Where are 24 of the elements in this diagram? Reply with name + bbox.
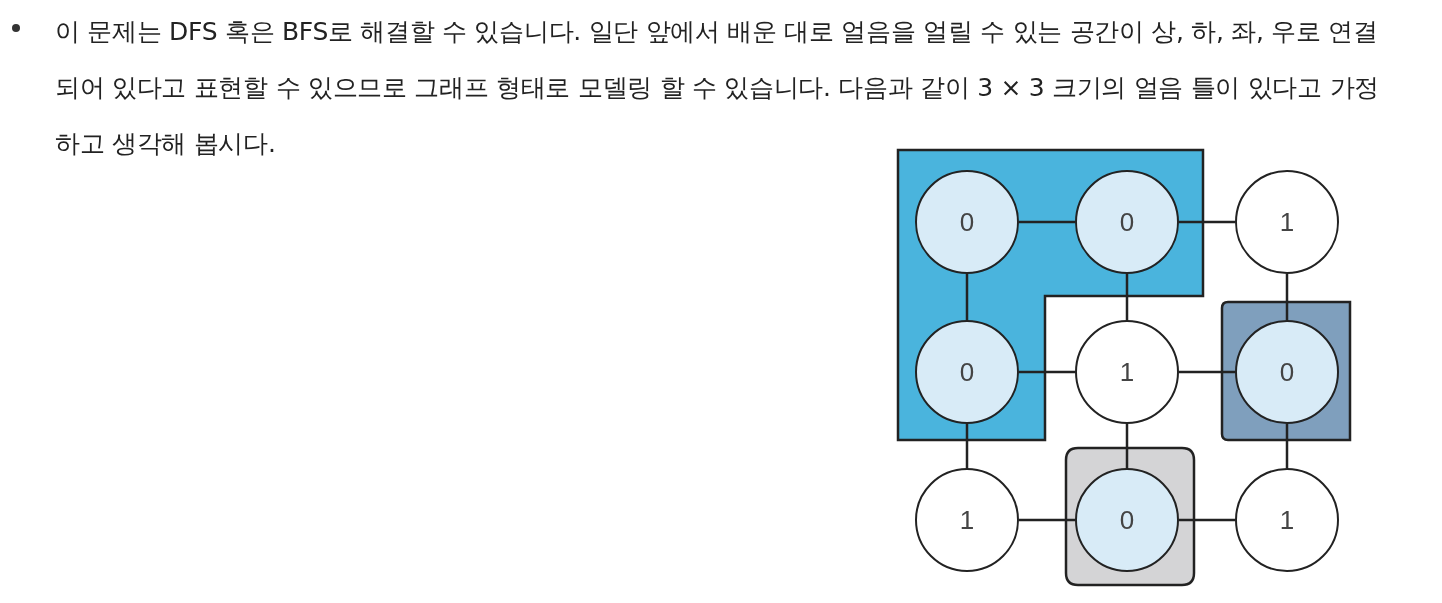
paragraph: 이 문제는 DFS 혹은 BFS로 해결할 수 있습니다. 일단 앞에서 배운 대로 얼음을 얼릴 수 있는 공간이 상, 하, 좌, 우로 연결되어 있다고 표현할 수 있으므로 그래프 형태로 모델링 할 수 있습니다. 다음과 같이 3 × 3 크기의 얼음 틀이 있다고 가정하고 생각해 봅시다. — [55, 16, 1380, 160]
highlight-region — [1066, 448, 1194, 585]
connector-line — [1179, 518, 1235, 522]
connector-line — [1179, 220, 1235, 224]
connector-line — [1285, 274, 1289, 320]
connector-line — [1019, 518, 1075, 522]
cell-value: 0 — [959, 356, 975, 388]
connector-line — [1285, 424, 1289, 468]
connector-line — [965, 424, 969, 468]
connector-line — [1125, 274, 1129, 320]
cell-value: 0 — [959, 206, 975, 238]
connector-line — [965, 274, 969, 320]
cell-value: 1 — [1279, 206, 1295, 238]
connector-line — [1019, 220, 1075, 224]
cell-value: 0 — [1119, 504, 1135, 536]
highlight-region — [1222, 302, 1350, 440]
cell-value: 0 — [1279, 356, 1295, 388]
cell-value: 0 — [1119, 206, 1135, 238]
cell-value: 1 — [1119, 356, 1135, 388]
connector-line — [1125, 424, 1129, 468]
connector-line — [1019, 370, 1075, 374]
connector-line — [1179, 370, 1235, 374]
cell-value: 1 — [1279, 504, 1295, 536]
cell-value: 1 — [959, 504, 975, 536]
